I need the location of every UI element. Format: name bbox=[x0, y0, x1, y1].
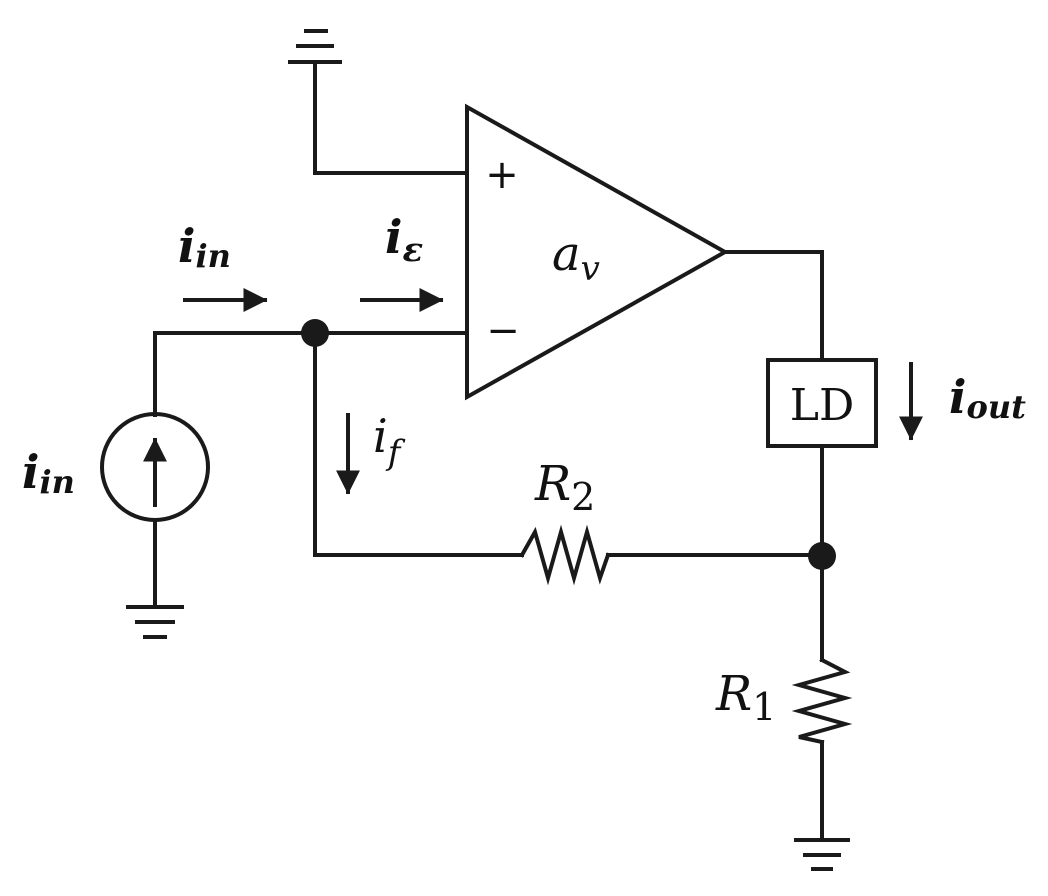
minus-sign: − bbox=[486, 308, 520, 354]
wire-plus-input bbox=[313, 60, 469, 175]
ground-top bbox=[288, 29, 342, 64]
wire-feedback-left bbox=[313, 331, 524, 557]
opamp-triangle bbox=[465, 103, 730, 401]
label-i-eps: iε bbox=[385, 210, 423, 270]
ld-label: LD bbox=[790, 380, 855, 431]
plus-sign: + bbox=[485, 152, 519, 198]
label-i-f: if bbox=[373, 409, 406, 473]
wire-minus-input bbox=[153, 331, 469, 417]
label-i-in-source: iin bbox=[22, 445, 75, 501]
gain-label: av bbox=[552, 226, 600, 289]
current-source bbox=[100, 412, 210, 522]
label-i-out: iout bbox=[949, 370, 1026, 426]
ground-source bbox=[126, 605, 184, 639]
resistor-r2 bbox=[519, 524, 611, 586]
resistor-r1 bbox=[791, 657, 853, 745]
label-r2: R2 bbox=[534, 456, 595, 519]
wire-output bbox=[723, 250, 824, 362]
label-i-in-top: iin bbox=[178, 219, 231, 275]
label-r1: R1 bbox=[715, 666, 776, 729]
ground-bottom bbox=[794, 838, 850, 871]
